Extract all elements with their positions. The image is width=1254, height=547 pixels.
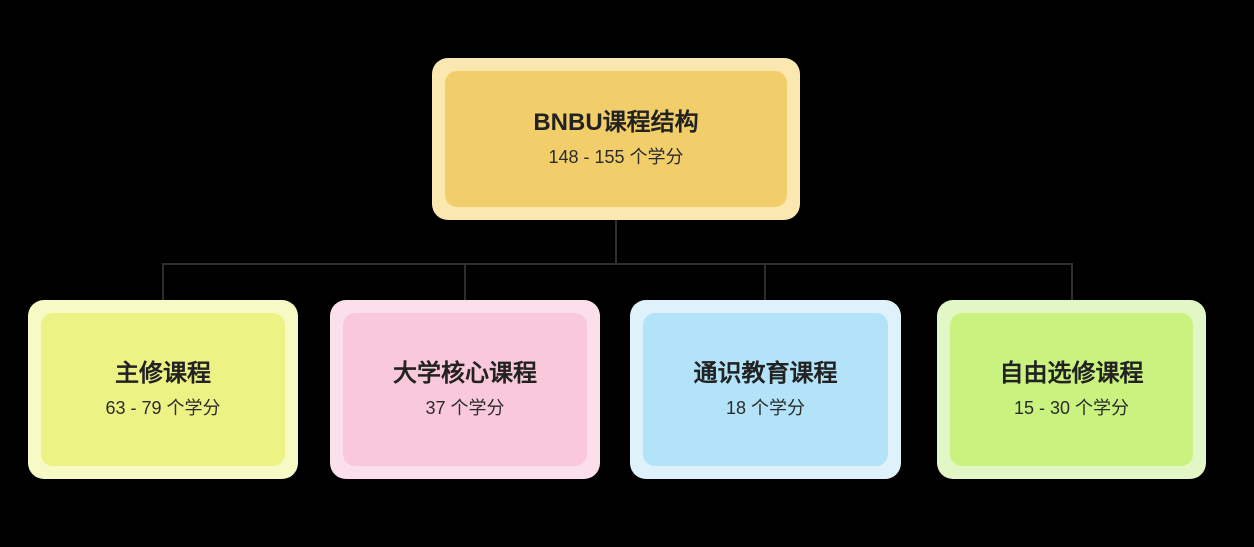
connector-drop-major: [162, 263, 164, 300]
node-general-education-courses-inner: 通识教育课程 18 个学分: [643, 313, 888, 466]
connector-root-stem: [615, 220, 617, 264]
node-university-core-courses-credits: 37 个学分: [425, 397, 505, 418]
node-general-education-courses-title: 通识教育课程: [693, 359, 838, 387]
node-free-elective-courses: 自由选修课程 15 - 30 个学分: [937, 300, 1206, 479]
connector-drop-gened: [764, 263, 766, 300]
node-root-inner: BNBU课程结构 148 - 155 个学分: [445, 71, 787, 207]
connector-horizontal-rail: [163, 263, 1073, 265]
node-major-courses-title: 主修课程: [115, 359, 211, 387]
node-major-courses-inner: 主修课程 63 - 79 个学分: [41, 313, 285, 466]
node-major-courses-credits: 63 - 79 个学分: [105, 397, 221, 418]
node-free-elective-courses-title: 自由选修课程: [999, 359, 1144, 387]
node-major-courses: 主修课程 63 - 79 个学分: [28, 300, 298, 479]
node-free-elective-courses-credits: 15 - 30 个学分: [1013, 397, 1130, 418]
node-university-core-courses-inner: 大学核心课程 37 个学分: [343, 313, 587, 466]
node-university-core-courses: 大学核心课程 37 个学分: [330, 300, 600, 479]
node-root-credits: 148 - 155 个学分: [548, 147, 684, 168]
node-general-education-courses-credits: 18 个学分: [725, 397, 806, 418]
connector-drop-core: [464, 263, 466, 300]
node-root-course-structure: BNBU课程结构 148 - 155 个学分: [432, 58, 800, 220]
node-free-elective-courses-inner: 自由选修课程 15 - 30 个学分: [950, 313, 1193, 466]
node-root-title: BNBU课程结构: [533, 109, 699, 137]
node-university-core-courses-title: 大学核心课程: [393, 359, 537, 387]
node-general-education-courses: 通识教育课程 18 个学分: [630, 300, 901, 479]
connector-drop-elective: [1071, 263, 1073, 300]
